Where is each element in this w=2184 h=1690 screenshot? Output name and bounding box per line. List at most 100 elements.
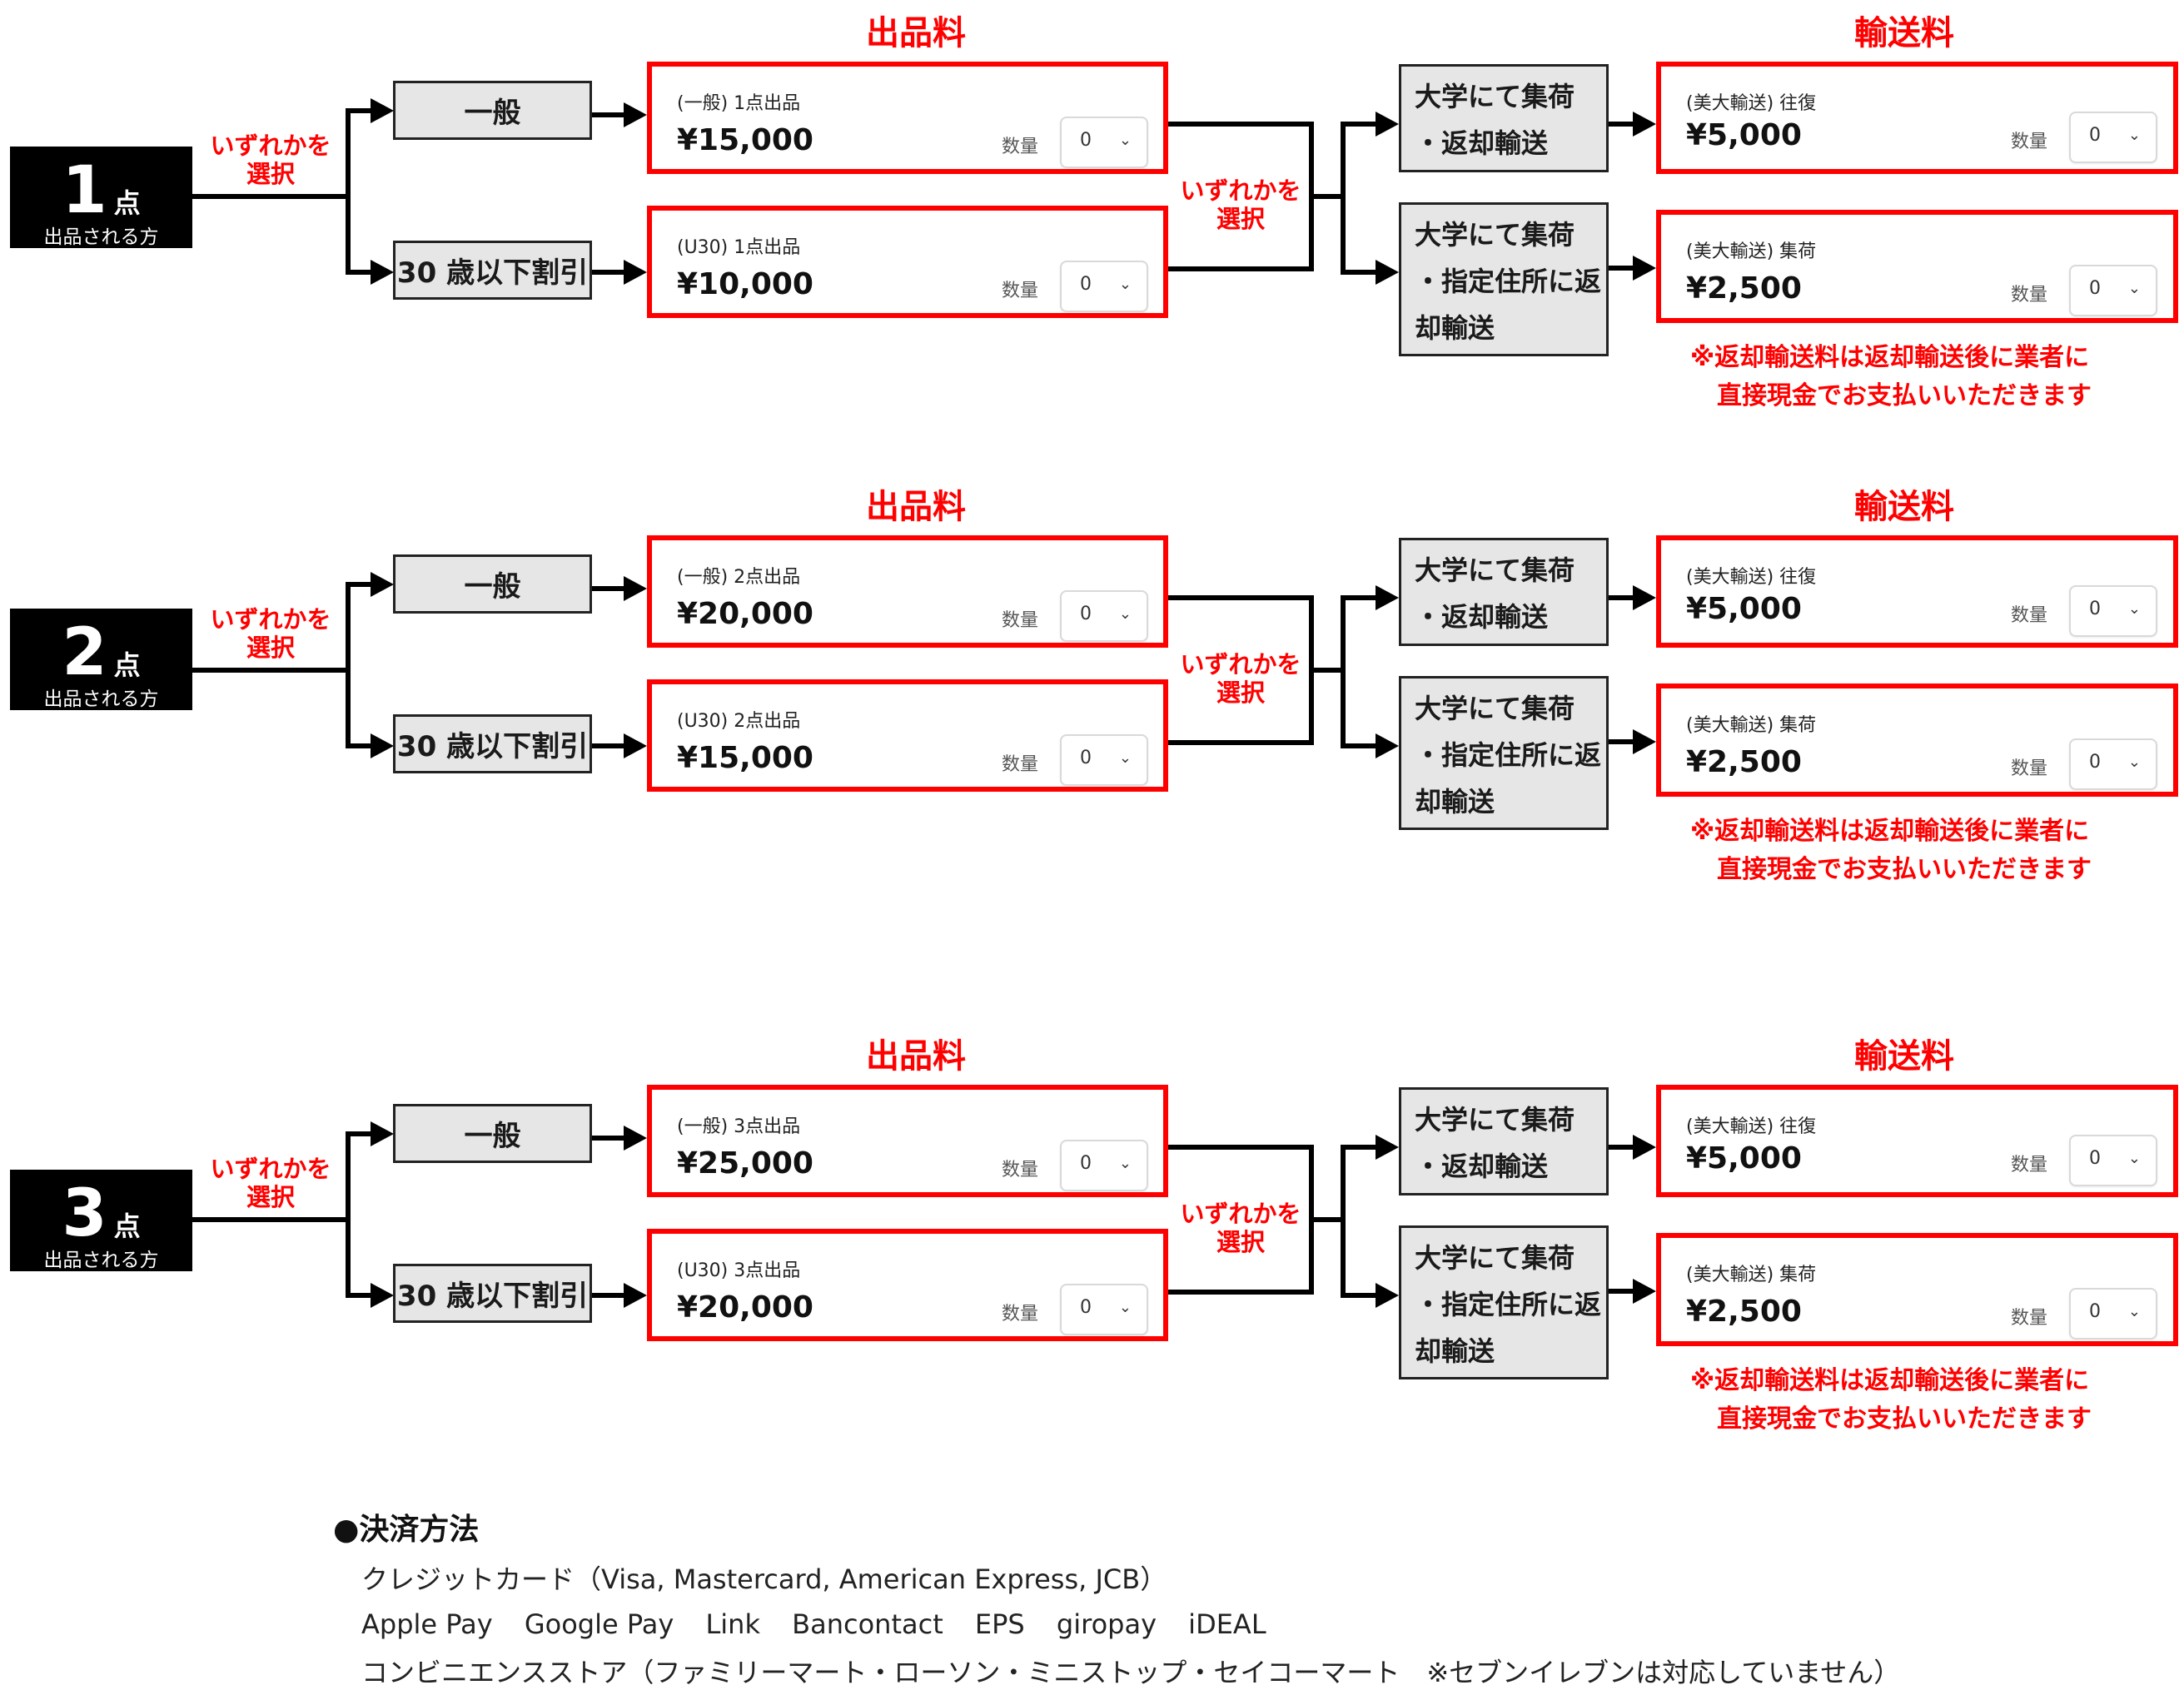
connector-line bbox=[346, 108, 372, 113]
quantity-select[interactable]: 0 ⌄ bbox=[2069, 1288, 2157, 1340]
quantity-value: 0 bbox=[1080, 748, 1092, 768]
connector-line bbox=[1168, 122, 1314, 127]
quantity-select[interactable]: 0 ⌄ bbox=[1060, 261, 1148, 312]
quantity-select[interactable]: 0 ⌄ bbox=[1060, 1140, 1148, 1191]
arrow-icon bbox=[1376, 585, 1399, 610]
shipping-option-pickup[interactable]: 大学にて集荷 ・指定住所に返 却輸送 bbox=[1399, 1225, 1609, 1379]
quantity-select[interactable]: 0 ⌄ bbox=[2069, 585, 2157, 637]
connector-line bbox=[592, 112, 625, 117]
connector-line bbox=[1309, 122, 1314, 271]
product-price: ¥20,000 bbox=[677, 1290, 813, 1325]
listing-option-u30: (U30) 1点出品 ¥10,000 数量 0 ⌄ bbox=[647, 206, 1168, 318]
connector-line bbox=[1314, 1217, 1346, 1222]
quantity-label: 数量 bbox=[1002, 610, 1039, 631]
payment-title: ●決済方法 bbox=[333, 1513, 480, 1547]
quantity-select[interactable]: 0 ⌄ bbox=[1060, 590, 1148, 642]
quantity-label: 数量 bbox=[2011, 1308, 2048, 1329]
arrow-icon bbox=[371, 733, 394, 758]
chevron-down-icon: ⌄ bbox=[1118, 276, 1132, 293]
chevron-down-icon: ⌄ bbox=[2127, 1150, 2141, 1167]
shipping-option-roundtrip[interactable]: 大学にて集荷 ・返却輸送 bbox=[1399, 64, 1609, 172]
listing-option-u30: (U30) 3点出品 ¥20,000 数量 0 ⌄ bbox=[647, 1229, 1168, 1341]
quantity-value: 0 bbox=[2089, 278, 2101, 299]
arrow-icon bbox=[624, 1126, 647, 1151]
shipping-option-line: ・返却輸送 bbox=[1415, 601, 1549, 633]
payment-convenience-store: コンビニエンスストア（ファミリーマート・ローソン・ミニストップ・セイコーマート … bbox=[361, 1657, 1901, 1688]
choose-one-line2: 選択 bbox=[1216, 205, 1265, 233]
arrow-icon bbox=[1633, 585, 1656, 610]
choose-one-line2: 選択 bbox=[246, 1183, 295, 1211]
connector-line bbox=[346, 1293, 372, 1298]
quantity-label: 数量 bbox=[2011, 285, 2048, 306]
plan-general-box[interactable]: 一般 bbox=[393, 554, 592, 614]
chevron-down-icon: ⌄ bbox=[1118, 1155, 1132, 1172]
quantity-select[interactable]: 0 ⌄ bbox=[2069, 1135, 2157, 1186]
shipping-option-pickup[interactable]: 大学にて集荷 ・指定住所に返 却輸送 bbox=[1399, 676, 1609, 830]
connector-line bbox=[1609, 739, 1635, 744]
shipping-option-pickup[interactable]: 大学にて集荷 ・指定住所に返 却輸送 bbox=[1399, 202, 1609, 356]
arrow-icon bbox=[1633, 729, 1656, 754]
product-price: ¥2,500 bbox=[1686, 745, 1802, 779]
plan-u30-box[interactable]: 30 歳以下割引 bbox=[393, 714, 592, 773]
connector-line bbox=[346, 1131, 351, 1298]
product-price: ¥20,000 bbox=[677, 597, 813, 631]
connector-line bbox=[1168, 740, 1314, 745]
plan-general-box[interactable]: 一般 bbox=[393, 81, 592, 140]
connector-line bbox=[1341, 595, 1346, 748]
quantity-select[interactable]: 0 ⌄ bbox=[2069, 112, 2157, 163]
shipping-option-roundtrip[interactable]: 大学にて集荷 ・返却輸送 bbox=[1399, 538, 1609, 646]
connector-line bbox=[1168, 1290, 1314, 1295]
product-price: ¥5,000 bbox=[1686, 1141, 1802, 1176]
connector-line bbox=[1341, 1293, 1377, 1298]
quantity-select[interactable]: 0 ⌄ bbox=[2069, 265, 2157, 316]
item-count-number: 2 bbox=[62, 615, 107, 690]
quantity-value: 0 bbox=[1080, 604, 1092, 624]
connector-line bbox=[1341, 743, 1377, 748]
quantity-select[interactable]: 0 ⌄ bbox=[1060, 1284, 1148, 1335]
shipping-option-line: 大学にて集荷 bbox=[1415, 1242, 1575, 1274]
quantity-label: 数量 bbox=[2011, 605, 2048, 626]
product-label: (美大輸送) 往復 bbox=[1686, 1116, 1817, 1137]
quantity-select[interactable]: 0 ⌄ bbox=[2069, 738, 2157, 790]
connector-line bbox=[1314, 668, 1346, 673]
product-label: (U30) 3点出品 bbox=[677, 1260, 801, 1281]
choose-one-note: いずれかを 選択 bbox=[200, 1155, 341, 1211]
note-line2: 直接現金でお支払いいただきます bbox=[1717, 1404, 2092, 1434]
shipping-fee-title: 輸送料 bbox=[1854, 14, 1954, 52]
connector-line bbox=[592, 1136, 625, 1141]
chevron-down-icon: ⌄ bbox=[1118, 1299, 1132, 1316]
plan-u30-box[interactable]: 30 歳以下割引 bbox=[393, 241, 592, 300]
listing-fee-title: 出品料 bbox=[866, 14, 966, 52]
shipping-option-roundtrip[interactable]: 大学にて集荷 ・返却輸送 bbox=[1399, 1087, 1609, 1195]
payment-ideal: iDEAL bbox=[1188, 1608, 1266, 1640]
plan-u30-box[interactable]: 30 歳以下割引 bbox=[393, 1264, 592, 1323]
shipping-option-line: 大学にて集荷 bbox=[1415, 219, 1575, 251]
shipping-option-line: 却輸送 bbox=[1415, 1335, 1495, 1367]
quantity-select[interactable]: 0 ⌄ bbox=[1060, 734, 1148, 786]
plan-u30-label: 30 歳以下割引 bbox=[396, 730, 589, 763]
chevron-down-icon: ⌄ bbox=[2127, 1303, 2141, 1320]
choose-one-line1: いずれかを bbox=[210, 1155, 331, 1183]
connector-line bbox=[1609, 1289, 1635, 1294]
plan-u30-label: 30 歳以下割引 bbox=[396, 1280, 589, 1313]
shipping-option-line: ・指定住所に返 bbox=[1415, 266, 1602, 297]
product-price: ¥15,000 bbox=[677, 123, 813, 157]
note-line2: 直接現金でお支払いいただきます bbox=[1717, 381, 2092, 410]
plan-general-box[interactable]: 一般 bbox=[393, 1104, 592, 1163]
shipping-fee-pickup: (美大輸送) 集荷 ¥2,500 数量 0 ⌄ bbox=[1656, 1233, 2178, 1346]
note-line1: ※返却輸送料は返却輸送後に業者に bbox=[1690, 817, 2090, 846]
connector-line bbox=[346, 1131, 372, 1136]
arrow-icon bbox=[371, 98, 394, 123]
connector-line bbox=[1341, 122, 1346, 275]
choose-one-line1: いずれかを bbox=[1180, 650, 1301, 678]
quantity-label: 数量 bbox=[1002, 1160, 1039, 1181]
return-shipping-note: ※返却輸送料は返却輸送後に業者に 直接現金でお支払いいただきます bbox=[1690, 339, 2092, 415]
quantity-select[interactable]: 0 ⌄ bbox=[1060, 117, 1148, 168]
product-price: ¥5,000 bbox=[1686, 592, 1802, 626]
quantity-label: 数量 bbox=[1002, 1304, 1039, 1325]
product-label: (美大輸送) 集荷 bbox=[1686, 241, 1817, 262]
